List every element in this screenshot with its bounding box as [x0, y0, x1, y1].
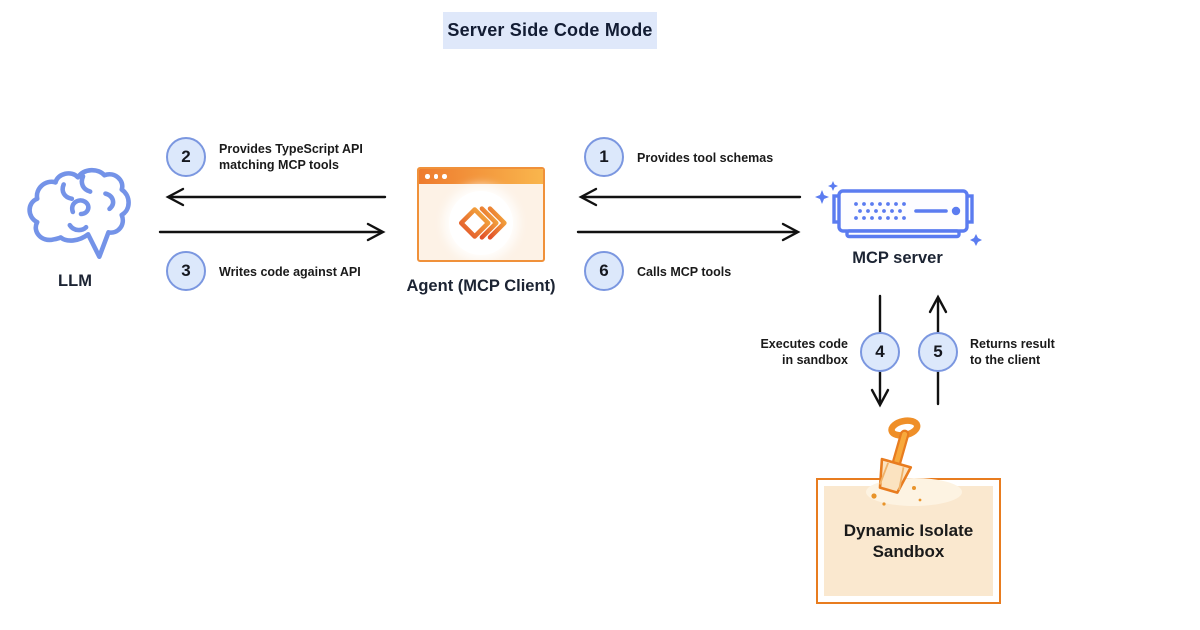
step-number: 4: [875, 342, 885, 361]
llm-brain-icon: [25, 163, 137, 267]
agent-label: Agent (MCP Client): [406, 277, 556, 295]
step-5-label: Returns result to the client: [970, 336, 1055, 368]
sandbox-label-line1: Dynamic Isolate: [843, 521, 974, 540]
step-2-label-line2: matching MCP tools: [219, 158, 339, 172]
step-2-label-line1: Provides TypeScript API: [219, 142, 363, 156]
agent-window-titlebar: [419, 169, 543, 184]
step-5-label-line2: to the client: [970, 353, 1041, 367]
step-number: 1: [599, 147, 609, 166]
arrow-agent-to-server: [576, 222, 801, 242]
step-3-label: Writes code against API: [219, 264, 361, 280]
window-dot-icon: [425, 174, 430, 179]
step-circle-3: 3: [166, 251, 206, 291]
step-number: 6: [599, 261, 609, 280]
sandbox-box: Dynamic Isolate Sandbox: [816, 478, 1001, 604]
step-4-label-line1: Executes code: [760, 337, 848, 351]
sandbox-inner: Dynamic Isolate Sandbox: [824, 478, 993, 596]
arrow-server-to-agent: [578, 187, 802, 207]
sparkle-icon: [815, 181, 982, 246]
shovel-icon: [848, 412, 943, 512]
step-3-label-line1: Writes code against API: [219, 265, 361, 279]
sandbox-label: Dynamic Isolate Sandbox: [844, 520, 973, 562]
step-6-label-line1: Calls MCP tools: [637, 265, 732, 279]
step-number: 3: [181, 261, 191, 280]
window-dot-icon: [442, 174, 447, 179]
step-number: 5: [933, 342, 943, 361]
sandbox-label-line2: Sandbox: [872, 542, 945, 561]
step-2-label: Provides TypeScript API matching MCP too…: [219, 141, 363, 173]
step-circle-5: 5: [918, 332, 958, 372]
step-number: 2: [181, 147, 191, 166]
step-6-label: Calls MCP tools: [637, 264, 731, 280]
llm-label: LLM: [58, 272, 92, 290]
step-circle-4: 4: [860, 332, 900, 372]
agent-window-body: [419, 184, 543, 260]
mcp-server-icon: [812, 178, 984, 250]
arrow-llm-to-agent: [158, 222, 386, 242]
step-circle-2: 2: [166, 137, 206, 177]
step-5-label-line1: Returns result: [970, 337, 1055, 351]
step-4-label-line2: in sandbox: [782, 353, 848, 367]
agent-logo-circle: [449, 191, 513, 255]
step-circle-1: 1: [584, 137, 624, 177]
step-1-label-line1: Provides tool schemas: [637, 151, 774, 165]
step-circle-6: 6: [584, 251, 624, 291]
diagram-title: Server Side Code Mode: [443, 12, 657, 49]
step-4-label: Executes code in sandbox: [760, 336, 848, 368]
window-dot-icon: [433, 174, 438, 179]
server-label: MCP server: [852, 249, 943, 267]
mcp-client-logo-icon: [458, 206, 507, 240]
arrow-agent-to-llm: [165, 187, 387, 207]
step-1-label: Provides tool schemas: [637, 150, 773, 166]
agent-window-icon: [417, 167, 545, 262]
